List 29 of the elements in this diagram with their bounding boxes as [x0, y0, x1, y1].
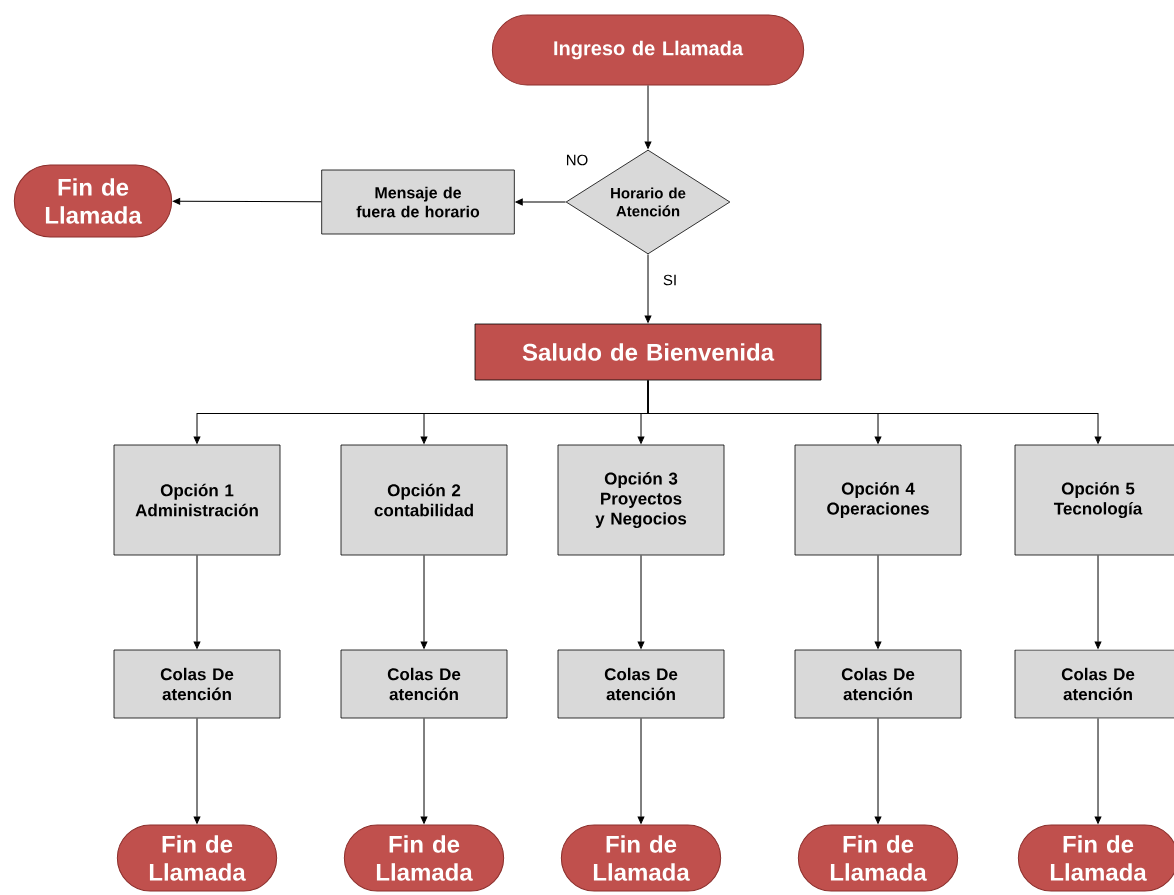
- arrow: [874, 717, 882, 824]
- arrow: [637, 717, 645, 824]
- arrow: [637, 554, 645, 649]
- arrow: [874, 554, 882, 649]
- arrow: [644, 253, 652, 323]
- process-box: Colas De atención: [340, 649, 508, 719]
- arrow: [420, 554, 428, 649]
- arrow: [1094, 717, 1102, 824]
- arrow: [193, 554, 201, 649]
- arrow: [644, 85, 652, 149]
- arrow: [420, 717, 428, 824]
- process-box: Opción 4 Operaciones: [794, 444, 962, 556]
- arrow: [647, 379, 1102, 444]
- process-box: Opción 5 Tecnología: [1014, 444, 1174, 556]
- process-box: Colas De atención: [794, 649, 962, 719]
- edge-label: NO: [564, 153, 590, 167]
- process-box: Opción 1 Administración: [113, 444, 281, 556]
- arrow: [1094, 554, 1102, 649]
- arrow: [515, 198, 567, 206]
- process-box: Opción 2 contabilidad: [340, 444, 508, 556]
- arrow: [172, 197, 322, 205]
- arrow: [193, 717, 201, 824]
- process-box: Colas De atención: [1014, 649, 1174, 719]
- process-box: Opción 3 Proyectos y Negocios: [557, 444, 725, 556]
- edge-label: SI: [661, 273, 679, 287]
- process-box: Colas De atención: [557, 649, 725, 719]
- process-box: Mensaje de fuera de horario: [321, 169, 515, 235]
- process-box: Colas De atención: [113, 649, 281, 719]
- process-box: Saludo de Bienvenida: [474, 323, 822, 381]
